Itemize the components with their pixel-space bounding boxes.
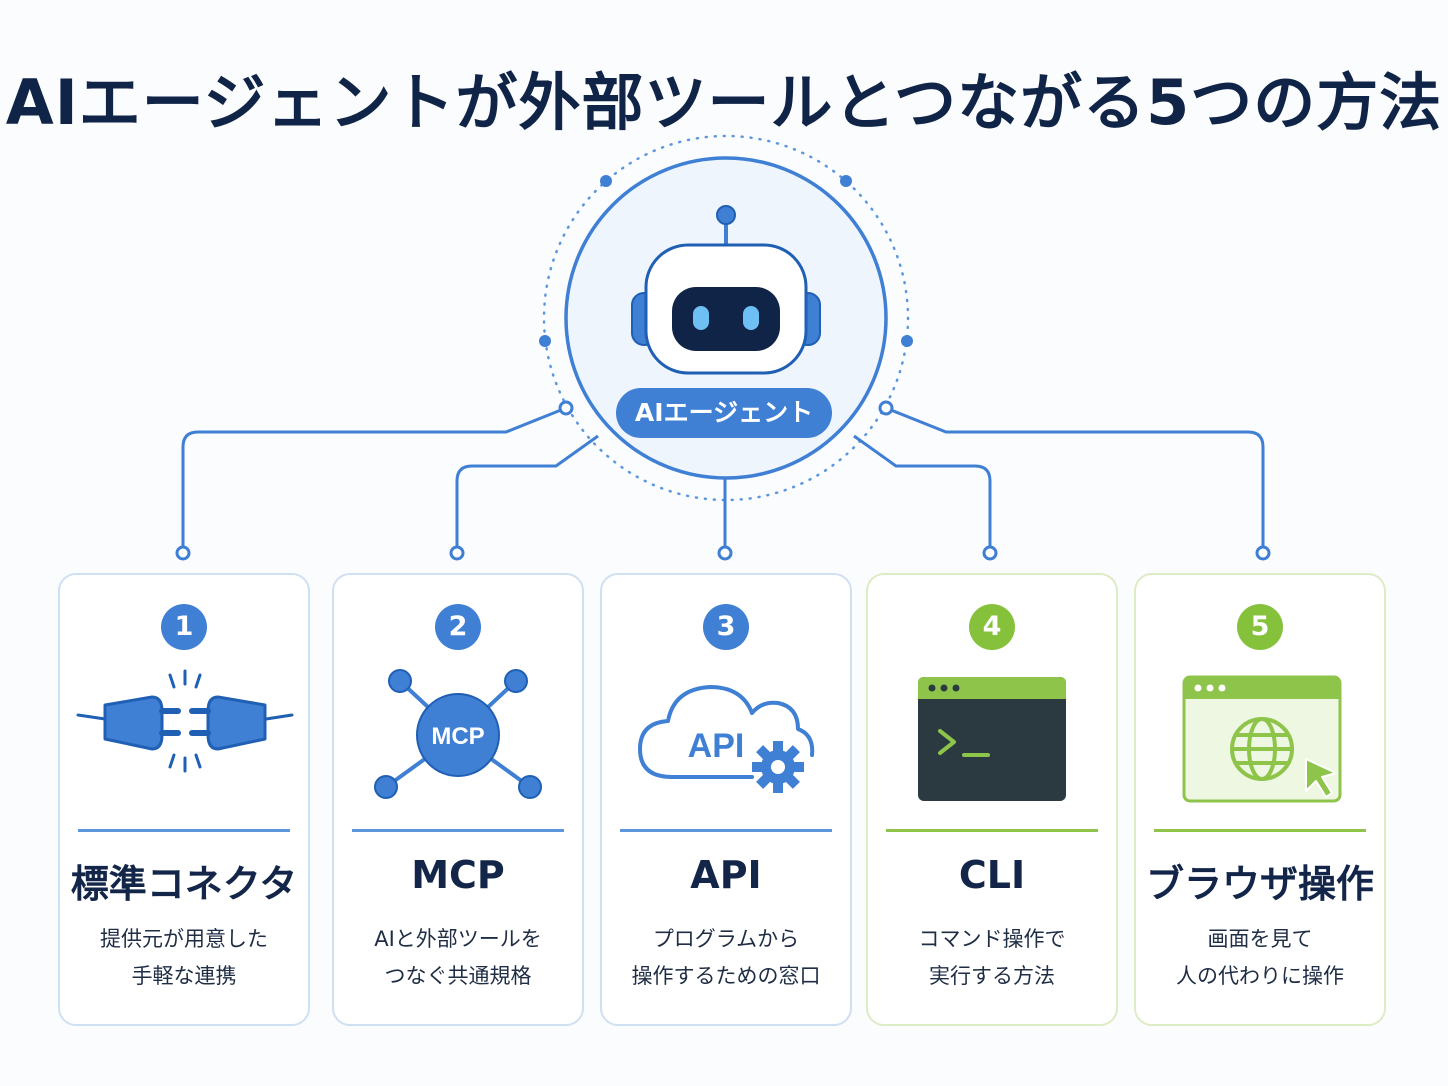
method-description: 画面を見て 人の代わりに操作 (1136, 921, 1384, 995)
description-line: プログラムから (652, 927, 800, 951)
card-divider (78, 829, 290, 832)
method-name: CLI (958, 853, 1026, 897)
network-hub-icon: MCP (374, 669, 542, 799)
connector-endpoint (982, 545, 998, 561)
cloud-gear-icon: API (638, 685, 815, 793)
method-name: ブラウザ操作 (1145, 862, 1374, 906)
description-line: つなぐ共通規格 (384, 964, 532, 988)
terminal-icon (918, 677, 1066, 801)
description-line: 操作するための窓口 (631, 964, 821, 988)
description-line: 画面を見て (1207, 927, 1313, 951)
description-line: 人の代わりに操作 (1176, 964, 1344, 988)
browser-globe-cursor-icon (1182, 675, 1342, 803)
method-card-browser[interactable]: 5 ブラウザ操作 画面を見て 人の代わりに操作 (1134, 573, 1386, 1026)
api-cloud-label: API (688, 727, 745, 765)
connector-line-4 (853, 434, 992, 546)
connector-line-5 (885, 406, 1265, 546)
method-card-cli[interactable]: 4 CLI コマンド操作で 実行する方法 (866, 573, 1118, 1026)
orbit-dot (840, 175, 852, 187)
connector-endpoint (449, 545, 465, 561)
orbit-ring (542, 134, 910, 502)
connector-endpoint (1255, 545, 1271, 561)
description-line: AIと外部ツールを (374, 927, 542, 951)
step-badge: 5 (1237, 604, 1283, 650)
description-line: 手軽な連携 (131, 964, 237, 988)
page-title: AIエージェントが外部ツールとつながる5つの方法 (5, 66, 1443, 139)
connector-line-2 (455, 434, 599, 546)
robot-icon (631, 205, 821, 375)
orbit-dot (901, 335, 913, 347)
method-description: 提供元が用意した 手軽な連携 (60, 921, 308, 995)
connector-endpoint (175, 545, 191, 561)
connector-endpoint (717, 545, 733, 561)
step-badge: 3 (703, 604, 749, 650)
agent-label: AIエージェント (616, 388, 832, 438)
description-line: コマンド操作で (918, 927, 1066, 951)
orbit-dot (539, 335, 551, 347)
description-line: 実行する方法 (929, 964, 1055, 988)
step-badge: 4 (969, 604, 1015, 650)
card-divider (886, 829, 1098, 832)
method-card-standard-connector[interactable]: 1 標準コネクタ 提供元が用意した 手軽な連携 (58, 573, 310, 1026)
card-divider (620, 829, 832, 832)
connector-line-1 (181, 406, 567, 546)
step-badge: 1 (161, 604, 207, 650)
method-name: MCP (411, 853, 505, 897)
plug-icon (76, 669, 294, 773)
card-divider (352, 829, 564, 832)
orbit-dot (600, 175, 612, 187)
method-description: コマンド操作で 実行する方法 (868, 921, 1116, 995)
method-name: 標準コネクタ (70, 862, 298, 906)
method-description: プログラムから 操作するための窓口 (602, 921, 850, 995)
card-divider (1154, 829, 1366, 832)
connector-endpoint (558, 400, 574, 416)
step-badge: 2 (435, 604, 481, 650)
method-card-api[interactable]: 3 API API プログラムから 操作するための窓口 (600, 573, 852, 1026)
method-name: API (690, 853, 762, 897)
method-description: AIと外部ツールを つなぐ共通規格 (334, 921, 582, 995)
connector-endpoint (878, 400, 894, 416)
description-line: 提供元が用意した (100, 927, 268, 951)
method-card-mcp[interactable]: 2 MCP MCP AIと外部ツールを つなぐ共通規格 (332, 573, 584, 1026)
mcp-hub-label: MCP (431, 723, 484, 750)
